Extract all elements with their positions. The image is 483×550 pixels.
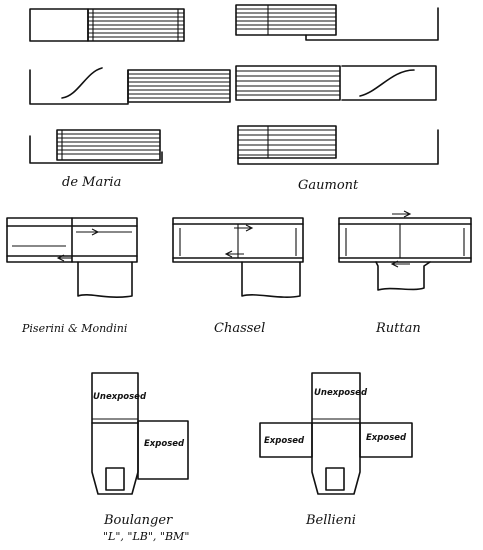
boulanger-exposed-panel — [137, 420, 189, 480]
boulanger-aperture — [105, 467, 125, 491]
ruttan-chamber — [375, 261, 431, 291]
bellieni-caption: Bellieni — [305, 513, 356, 528]
de-maria-caption: de Maria — [62, 175, 121, 190]
boulanger-diagram: Unexposed Exposed Boulanger "L", "LB", "… — [91, 372, 189, 543]
boulanger-body — [91, 422, 139, 495]
bellieni-body — [311, 422, 361, 495]
ruttan-arrow-top — [403, 210, 412, 218]
gaumont-diagram: Gaumont — [235, 4, 439, 193]
piserini-mondini-diagram: Piserini & Mondini — [6, 217, 138, 335]
bellieni-unexposed-panel — [311, 372, 361, 424]
gaumont-curve — [359, 69, 415, 97]
de-maria-lines-3 — [57, 130, 160, 160]
de-maria-grid-3 — [56, 129, 161, 161]
boulanger-unexposed-panel — [91, 372, 139, 424]
gaumont-grid-1 — [235, 4, 337, 36]
de-maria-curve — [61, 67, 103, 99]
ruttan-arrow-bottom — [390, 260, 399, 268]
chassel-chamber — [241, 261, 301, 298]
de-maria-diagram: de Maria — [29, 8, 231, 190]
chassel-arrow-right — [245, 224, 254, 232]
gaumont-caption: Gaumont — [298, 178, 359, 193]
chassel-frame — [172, 217, 304, 263]
ruttan-caption: Ruttan — [375, 321, 421, 336]
piserini-caption: Piserini & Mondini — [21, 322, 127, 335]
boulanger-unexposed-label: Unexposed — [93, 392, 147, 402]
chassel-diagram: Chassel — [172, 217, 304, 336]
bellieni-exposed-label-left: Exposed — [264, 436, 305, 446]
chassel-caption: Chassel — [214, 321, 265, 336]
piserini-arrow-left — [56, 254, 65, 262]
gaumont-tray-1 — [305, 7, 439, 41]
gaumont-lines-3 — [238, 126, 336, 158]
ruttan-diagram: Ruttan — [338, 210, 472, 336]
bellieni-aperture — [325, 467, 345, 491]
bellieni-diagram: Unexposed Exposed Exposed Bellieni — [259, 372, 413, 528]
gaumont-lines-1 — [236, 5, 336, 35]
boulanger-caption: Boulanger — [103, 513, 173, 528]
gaumont-lines-2 — [236, 70, 340, 96]
gaumont-grid-2 — [235, 65, 341, 101]
piserini-arrow-right — [91, 228, 100, 236]
boulanger-exposed-label: Exposed — [144, 439, 185, 449]
de-maria-box-1 — [29, 8, 89, 42]
gaumont-grid-3 — [237, 125, 337, 159]
de-maria-lines-1 — [88, 9, 184, 41]
gaumont-tray-2 — [341, 65, 437, 101]
boulanger-models-caption: "L", "LB", "BM" — [103, 530, 189, 543]
bellieni-exposed-label-right: Exposed — [366, 433, 407, 443]
gaumont-tray-3 — [237, 129, 439, 165]
de-maria-lines-2 — [128, 73, 230, 99]
piserini-chamber — [77, 261, 133, 298]
bellieni-unexposed-label: Unexposed — [314, 388, 368, 398]
chassel-arrow-left — [224, 250, 233, 258]
de-maria-tray-3 — [29, 135, 163, 164]
